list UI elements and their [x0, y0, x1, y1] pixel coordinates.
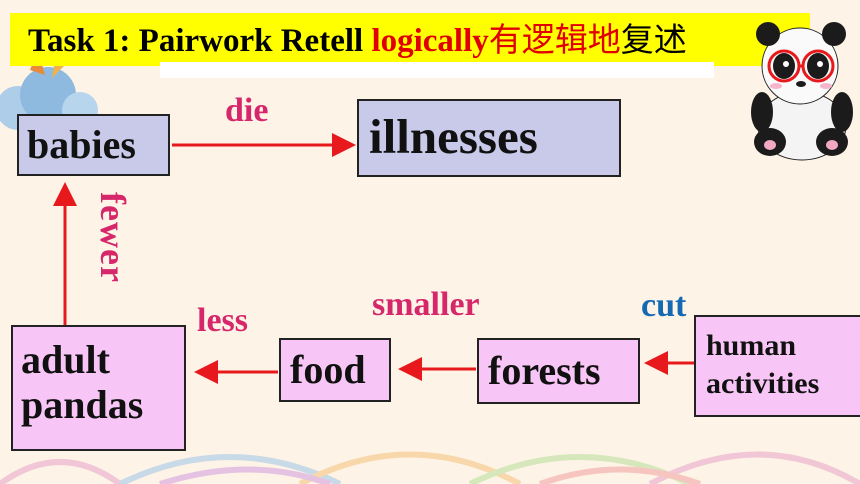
title-highlight: logically	[371, 23, 489, 59]
task-title: Task 1: Pairwork Retell logically有逻辑地复述	[10, 13, 810, 66]
edge-label-cut: cut	[641, 287, 687, 324]
edge-label-fewer: fewer	[93, 192, 133, 283]
node-food: food	[279, 338, 391, 402]
hidden-heading-strip	[160, 62, 714, 78]
node-adult-pandas: adult pandas	[11, 325, 186, 451]
node-human-line1: human	[706, 329, 797, 362]
node-food-label: food	[290, 347, 366, 392]
title-suffix: 复述	[620, 20, 687, 59]
edge-label-die: die	[225, 92, 269, 129]
rainbow-arcs-decoration	[0, 451, 860, 484]
node-human-line2: activities	[706, 367, 820, 400]
node-illnesses: illnesses	[357, 99, 621, 177]
panda-mascot-image	[751, 22, 853, 161]
title-chinese: 有逻辑地	[488, 20, 621, 59]
node-babies-label: babies	[27, 122, 136, 167]
title-prefix: Task 1: Pairwork Retell	[28, 23, 372, 59]
node-illnesses-label: illnesses	[369, 109, 538, 164]
node-adult-line1: adult	[21, 337, 110, 382]
node-forests-label: forests	[488, 348, 601, 393]
node-adult-line2: pandas	[21, 382, 144, 427]
node-babies: babies	[17, 114, 170, 176]
node-forests: forests	[477, 338, 640, 404]
edge-label-less: less	[197, 302, 248, 339]
edge-label-smaller: smaller	[372, 286, 480, 323]
node-human-activities: human activities	[694, 315, 860, 417]
